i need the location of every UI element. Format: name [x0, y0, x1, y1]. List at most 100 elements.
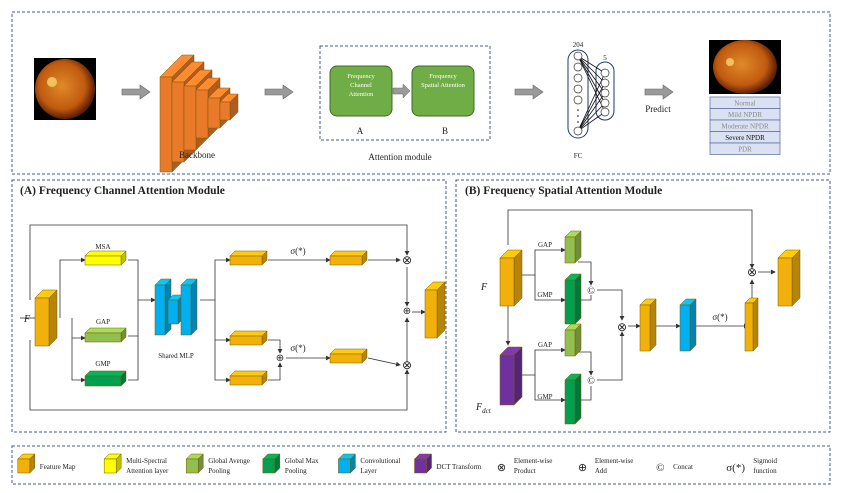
sigmoid-2: σ(*)	[290, 343, 305, 353]
skip-top-b	[507, 209, 755, 269]
gmp-layer	[84, 370, 127, 387]
block-frequency-channel-attention: Frequency Channel Attention	[329, 65, 393, 117]
fc-neuron	[600, 78, 610, 88]
legend-label: Concat	[673, 463, 693, 471]
legend-label: Pooling	[285, 467, 307, 475]
product-op-2: ⊗	[402, 358, 412, 372]
legend-cube-icon	[337, 453, 357, 474]
legend-label: Element-wise	[514, 457, 553, 465]
concat-op-1: ©	[587, 286, 595, 297]
fc-label: FC	[574, 152, 583, 160]
backbone-layer	[219, 93, 239, 121]
gmp-label-2: GMP	[537, 393, 552, 401]
legend-cube-icon	[262, 453, 281, 474]
legend-symbol-icon: ⊕	[578, 462, 587, 474]
attention-map	[744, 297, 759, 352]
msa-label: MSA	[95, 243, 110, 251]
legend-label: DCT Transform	[437, 463, 482, 471]
ellipsis-dot	[577, 109, 579, 111]
connector-line	[534, 375, 566, 403]
module-a-frame	[11, 179, 447, 433]
concat-op-2: ©	[587, 376, 595, 387]
to-msa	[59, 257, 86, 318]
legend-symbol-icon: σ(*)	[726, 462, 745, 474]
legend-label: Multi-Spectral	[126, 457, 167, 465]
legend-cube-icon	[103, 453, 122, 474]
gmp-map	[564, 273, 582, 325]
block-b-tag: B	[442, 126, 448, 136]
arrow-a-to-b	[392, 83, 411, 99]
input-feature-map-a	[34, 289, 58, 347]
sigmoid-b: σ(*)	[712, 312, 727, 322]
backbone-cnn	[159, 54, 239, 173]
output-feature-map-a	[424, 281, 446, 339]
feature-map	[639, 298, 657, 352]
legend-symbol-icon: ©	[656, 462, 664, 474]
connector-line	[597, 289, 625, 321]
arrow-to-fc	[514, 84, 544, 100]
legend-label: Attention layer	[126, 467, 169, 475]
fc-output-size: 5	[603, 54, 607, 62]
legend-frame	[11, 445, 831, 485]
module-b-title: (B) Frequency Spatial Attention Module	[465, 185, 662, 197]
module-a-title: (A) Frequency Channel Attention Module	[20, 185, 225, 197]
predict-label: Predict	[645, 104, 671, 114]
gap-label-1: GAP	[538, 241, 552, 249]
block-b-label: Frequency Spatial Attention	[421, 73, 465, 89]
output-feature-map-b	[777, 249, 801, 307]
connector-line	[128, 336, 139, 381]
connector-line	[597, 331, 625, 381]
feature-map	[229, 370, 268, 386]
ellipsis-dot	[577, 121, 579, 123]
module-b-dct-input-label: Fdct	[475, 402, 492, 415]
gmp-map	[564, 373, 582, 425]
legend-label: Element-wise	[595, 457, 634, 465]
connector-line	[214, 300, 231, 343]
block-frequency-spatial-attention: Frequency Spatial Attention	[411, 65, 475, 117]
legend-label: Feature Map	[40, 463, 76, 471]
fc-neuron	[600, 68, 610, 78]
module-b-frame	[455, 179, 831, 433]
feature-map	[229, 250, 268, 266]
legend-cube-icon	[17, 453, 36, 474]
add-op-2: ⊕	[276, 353, 284, 364]
module-a-input-label: F	[23, 314, 31, 325]
legend-cube-icon	[413, 453, 433, 474]
gap-label: GAP	[96, 318, 110, 326]
connector-line	[214, 340, 231, 383]
to-gap	[71, 318, 86, 341]
gap-layer	[84, 327, 127, 343]
to-gmp	[71, 338, 86, 383]
connector-line	[128, 259, 156, 303]
attention-module-label: Attention module	[368, 152, 431, 162]
legend-label: Layer	[360, 467, 377, 475]
legend-item: © Concat	[656, 462, 693, 474]
arrow-to-attention	[264, 84, 294, 100]
dct-feature-map	[499, 346, 523, 406]
connector-line	[580, 386, 592, 401]
block-a-label: Frequency Channel Attention	[347, 73, 375, 98]
conv-layer	[679, 298, 697, 352]
fc-connection	[577, 55, 606, 74]
gmp-label-1: GMP	[537, 291, 552, 299]
fc-connection	[577, 55, 606, 113]
mlp-layer	[180, 278, 198, 336]
product-op-b1: ⊗	[617, 320, 627, 334]
fc-connection	[577, 111, 606, 132]
sigmoid-1: σ(*)	[290, 246, 305, 256]
output-fundus-image	[709, 40, 781, 94]
arrow-to-predict	[644, 84, 674, 100]
ellipsis-dot	[577, 115, 579, 117]
input-fundus-image	[34, 58, 96, 120]
connector-line	[367, 357, 401, 367]
fc-neuron	[573, 51, 583, 61]
fc-output-column	[595, 61, 615, 121]
class-row	[709, 142, 781, 155]
module-b-input-label: F	[480, 282, 488, 293]
